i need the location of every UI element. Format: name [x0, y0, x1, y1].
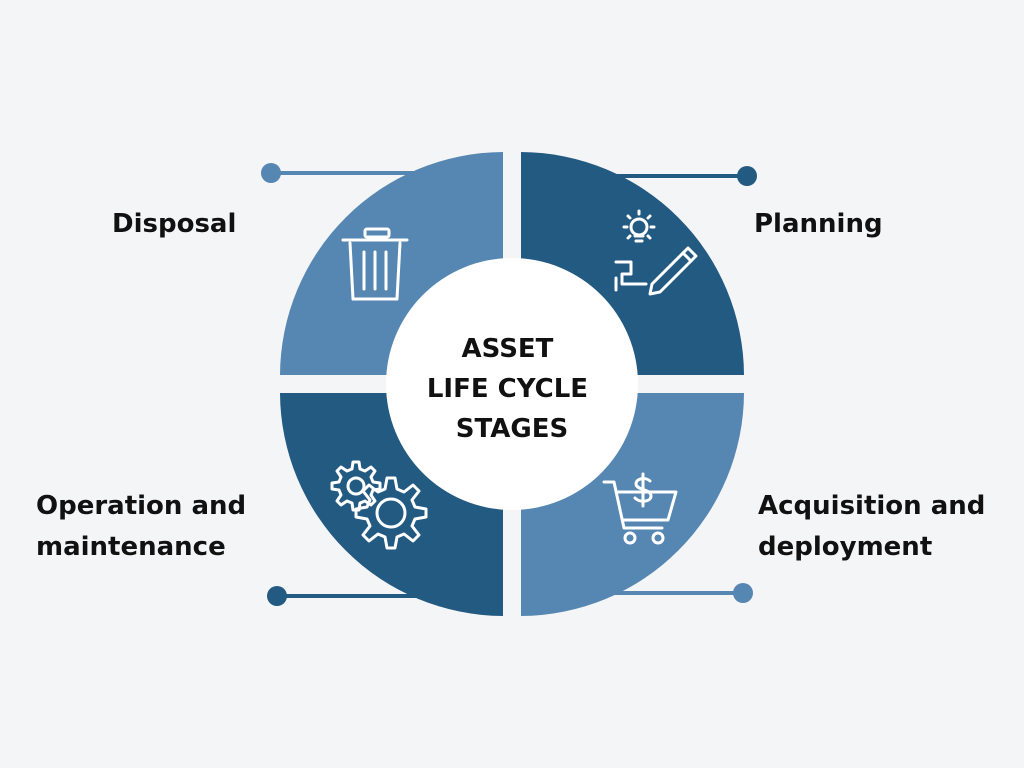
connector-planning — [600, 166, 757, 186]
gears-icon — [330, 460, 428, 550]
stage-label-disposal: Disposal — [112, 209, 237, 239]
stage-label-operation: Operation and maintenance — [36, 491, 247, 562]
center-circle — [386, 258, 638, 510]
lightbulb-pencil-icon — [614, 209, 698, 296]
center-title-line-3: STAGES — [456, 414, 568, 444]
connector-acquisition — [600, 583, 753, 603]
connector-disposal — [261, 163, 430, 183]
connector-operation — [267, 586, 430, 606]
shopping-cart-dollar-icon — [602, 472, 678, 545]
trash-can-icon — [341, 227, 409, 301]
center-title-line-1: ASSET — [462, 334, 554, 364]
center-title-line-2: LIFE CYCLE — [427, 374, 588, 404]
center-title: ASSET LIFE CYCLE STAGES — [427, 334, 597, 444]
stage-label-planning: Planning — [754, 209, 883, 239]
stage-label-acquisition: Acquisition and deployment — [758, 491, 986, 562]
